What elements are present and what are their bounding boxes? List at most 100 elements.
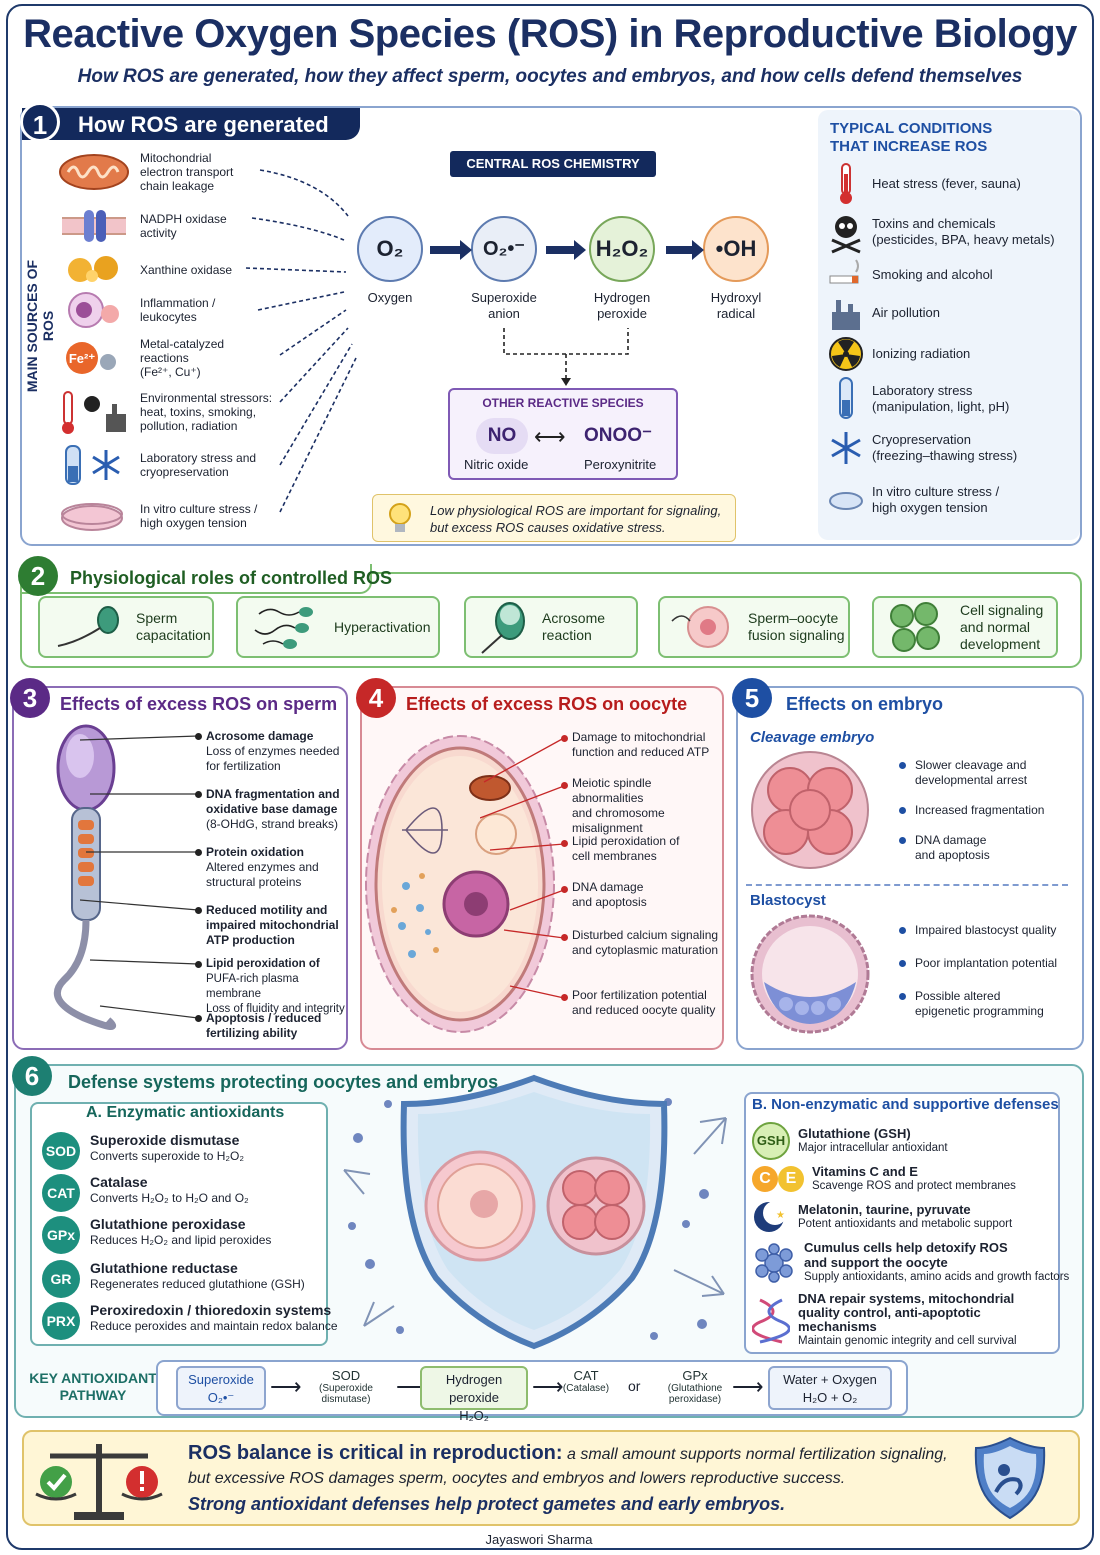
test-tube-icon	[839, 377, 853, 419]
superoxide-species: O₂•⁻	[471, 216, 537, 282]
blastocyst-effect-2: Poor implantation potential	[915, 956, 1058, 970]
peroxynitrite-label: Peroxynitrite	[584, 457, 657, 472]
nitric-oxide-symbol: NO	[476, 418, 528, 454]
source-label: Xanthine oxidase	[140, 263, 233, 277]
summary-line-3: Strong antioxidant defenses help protect…	[188, 1494, 786, 1514]
effect-marker	[195, 1015, 202, 1022]
role-hyperactivation: Hyperactivation	[236, 596, 440, 658]
section-2-header-bar	[22, 564, 372, 594]
oocyte-effect-3: Lipid peroxidation of cell membranes	[572, 834, 680, 863]
role-label: Hyperactivation	[334, 618, 431, 635]
defense-name: Glutathione (GSH)	[798, 1126, 911, 1141]
enzyme-name: Peroxiredoxin / thioredoxin systems	[90, 1302, 332, 1318]
section-2-title: Physiological roles of controlled ROS	[70, 568, 393, 588]
source-label: Metal-catalyzed reactions (Fe²⁺, Cu⁺)	[140, 337, 225, 379]
conditions-panel	[818, 110, 1080, 540]
page-title: Reactive Oxygen Species (ROS) in Reprodu…	[23, 12, 1077, 56]
source-nadph: NADPH oxidase activity	[56, 206, 296, 246]
source-metal: Fe²⁺ Metal-catalyzed reactions (Fe²⁺, Cu⁺…	[56, 336, 296, 380]
iron-ion-icon: Fe²⁺	[66, 342, 116, 374]
pathway-enzyme-full: (Superoxide dismutase)	[319, 1383, 373, 1405]
lightbulb-icon	[389, 503, 411, 532]
enzyme-desc: Regenerates reduced glutathione (GSH)	[90, 1277, 305, 1291]
section-3-number: 3	[10, 678, 50, 718]
oocyte-effect-2: Meiotic spindle abnormalities and chromo…	[572, 776, 665, 835]
defense-desc: Scavenge ROS and protect membranes	[812, 1180, 1016, 1192]
cigarette-icon	[829, 259, 859, 284]
source-mitochondria: Mitochondrial electron transport chain l…	[56, 150, 296, 194]
hydroxyl-label: Hydroxyl radical	[710, 290, 762, 321]
section-1-title: How ROS are generated	[78, 112, 329, 137]
nadph-oxidase-icon	[62, 210, 126, 242]
enzyme-badge: GR	[42, 1260, 80, 1298]
role-fusion: Sperm–oocyte fusion signaling	[658, 596, 850, 658]
two-way-arrow: ⟷	[534, 424, 566, 449]
enzyme-desc: Converts H₂O₂ to H₂O and O₂	[90, 1191, 249, 1205]
pathway-enzyme: GPx	[682, 1368, 708, 1383]
source-lab: Laboratory stress and cryopreservation	[56, 442, 296, 488]
cleavage-embryo-illustration	[751, 751, 869, 869]
effect-heading: Apoptosis / reduced fertilizing ability	[206, 1011, 322, 1040]
environment-stress-icon	[62, 391, 126, 434]
radiation-icon	[829, 337, 863, 371]
effect-marker	[195, 961, 202, 968]
pathway-formula: H₂O + O₂	[802, 1390, 858, 1405]
effect-detail: (8-OHdG, strand breaks)	[206, 817, 339, 831]
condition-label: Ionizing radiation	[872, 346, 971, 361]
cumulus-cells-icon	[755, 1242, 793, 1283]
effect-marker	[899, 807, 906, 814]
summary-line-2: but excessive ROS damages sperm, oocytes…	[188, 1470, 846, 1487]
effect-marker	[899, 960, 906, 967]
source-label: Laboratory stress and cryopreservation	[140, 451, 257, 479]
snowflake-icon	[831, 432, 861, 464]
conditions-title: TYPICAL CONDITIONS THAT INCREASE ROS	[830, 120, 993, 155]
oocyte-effect-6: Poor fertilization potential and reduced…	[572, 988, 716, 1017]
condition-label: Toxins and chemicals (pesticides, BPA, h…	[872, 216, 1055, 247]
effect-marker	[195, 733, 202, 740]
leukocyte-icon	[68, 292, 119, 328]
mitochondrion-icon	[59, 154, 129, 190]
oocyte-effect-1: Damage to mitochondrial function and red…	[572, 730, 710, 759]
condition-label: In vitro culture stress / high oxygen te…	[872, 484, 1000, 515]
condition-label: Smoking and alcohol	[872, 267, 993, 282]
effect-detail: Altered enzymes and structural proteins	[206, 860, 319, 889]
defense-desc: Supply antioxidants, amino acids and gro…	[804, 1271, 1070, 1283]
condition-culture: In vitro culture stress / high oxygen te…	[828, 484, 1068, 516]
hydrogen-peroxide-species: H₂O₂	[589, 216, 655, 282]
enzyme-desc: Reduces H₂O₂ and lipid peroxides	[90, 1233, 272, 1247]
cleavage-embryo-title: Cleavage embryo	[750, 729, 875, 746]
effect-marker	[561, 886, 568, 893]
svg-text:Fe²⁺: Fe²⁺	[69, 351, 96, 366]
defense-name: Vitamins C and E	[812, 1164, 918, 1179]
other-species-title: OTHER REACTIVE SPECIES	[482, 396, 644, 410]
pathway-arrow: ⟶	[732, 1374, 764, 1399]
protective-shield-icon	[974, 1436, 1046, 1520]
section-5-title: Effects on embryo	[786, 694, 944, 714]
effect-heading: Protein oxidation	[206, 845, 305, 859]
effect-detail: Loss of enzymes needed for fertilization	[206, 744, 340, 773]
sperm-effect-4: Reduced motility and impaired mitochondr…	[206, 903, 346, 948]
condition-smoking: Smoking and alcohol	[828, 258, 1068, 292]
enzyme-desc: Converts superoxide to H₂O₂	[90, 1149, 245, 1163]
summary-box	[22, 1430, 1080, 1526]
branch-connector	[503, 328, 629, 386]
role-label: Sperm–oocyte fusion signaling	[748, 610, 845, 643]
source-environment: Environmental stressors: heat, toxins, s…	[56, 388, 296, 436]
source-xanthine: Xanthine oxidase	[56, 252, 296, 288]
role-label: Cell signaling and normal development	[960, 601, 1044, 652]
enzyme-name: Glutathione reductase	[90, 1260, 238, 1276]
embryo-divider	[746, 884, 1068, 886]
effect-marker	[195, 907, 202, 914]
pathway-formula: O₂•⁻	[207, 1390, 235, 1405]
section-4-title: Effects of excess ROS on oocyte	[406, 694, 688, 714]
factory-icon	[832, 300, 860, 330]
effect-marker	[899, 927, 906, 934]
defense-name: Cumulus cells help detoxify ROS and supp…	[804, 1240, 1008, 1270]
superoxide-label: Superoxide anion	[471, 290, 537, 321]
